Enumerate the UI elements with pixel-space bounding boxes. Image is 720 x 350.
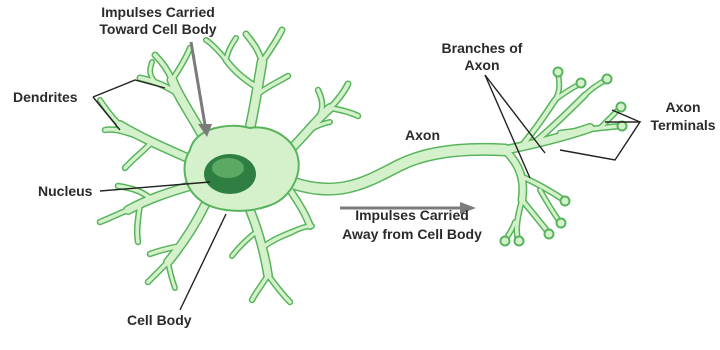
dendrite-left-up	[120, 125, 192, 160]
axon-terminals-label-line1: Axon	[666, 99, 701, 115]
dendrites-label: Dendrites	[13, 89, 78, 105]
dendrite-down-right-b1	[252, 275, 268, 300]
dendrite-down-left	[168, 205, 205, 262]
nucleus-shape	[204, 154, 256, 194]
dendrite-down-right-b2	[268, 275, 290, 302]
dendrite-left-up-b3	[100, 100, 120, 125]
axon-terminal-knob-5	[618, 122, 627, 131]
axon-branch-down-b	[522, 200, 548, 232]
branches-label-line2: Axon	[465, 57, 500, 73]
dendrite-up-right-b2	[262, 30, 282, 62]
branches-pointer-2	[485, 75, 530, 178]
axon-terminal-knob-2	[577, 79, 586, 88]
axon-terminal-knob-7	[545, 230, 554, 239]
axon-terminal-knob-4	[617, 103, 626, 112]
dendrite-right-down	[290, 190, 310, 226]
neuron	[100, 30, 627, 302]
neuron-cytoplasm	[100, 30, 620, 302]
impulses-toward-label-line2: Toward Cell Body	[99, 21, 216, 37]
dendrite-left-down-b2	[100, 210, 128, 222]
axon-terminal-knob-10	[501, 237, 510, 246]
nucleus-inner	[212, 158, 244, 178]
axon-terminal-knob-9	[557, 219, 566, 228]
dendrites-pointer-2	[93, 97, 120, 130]
dendrite-up-right-b3	[226, 60, 258, 88]
axon-terminal-knob-1	[554, 68, 563, 77]
dendrite-down-right-b3	[262, 232, 292, 248]
dendrite-left-up-b2	[125, 144, 150, 168]
branches-pointer-1	[485, 75, 545, 153]
dendrite-up-left-b3	[172, 48, 190, 80]
impulses-away-label-line2: Away from Cell Body	[342, 226, 482, 242]
impulses-away-label-line1: Impulses Carried	[355, 207, 469, 223]
dendrite-down-left-b1	[148, 262, 168, 282]
axon-terminal-knob-6	[515, 237, 524, 246]
cell-body-label: Cell Body	[127, 312, 192, 328]
dendrite-up-right-b4	[206, 40, 226, 60]
axon-terminal-knob-3	[603, 75, 612, 84]
nucleus-label: Nucleus	[38, 183, 93, 199]
axon-terminal-knob-8	[561, 197, 570, 206]
axon-label: Axon	[405, 127, 440, 143]
dendrite-right-up-b1	[330, 84, 348, 108]
dendrite-down-right-b5	[232, 232, 256, 256]
axon-terminals-label-line2: Terminals	[650, 117, 715, 133]
branches-label-line1: Branches of	[442, 40, 523, 56]
impulses-toward-label-line1: Impulses Carried	[101, 4, 215, 20]
